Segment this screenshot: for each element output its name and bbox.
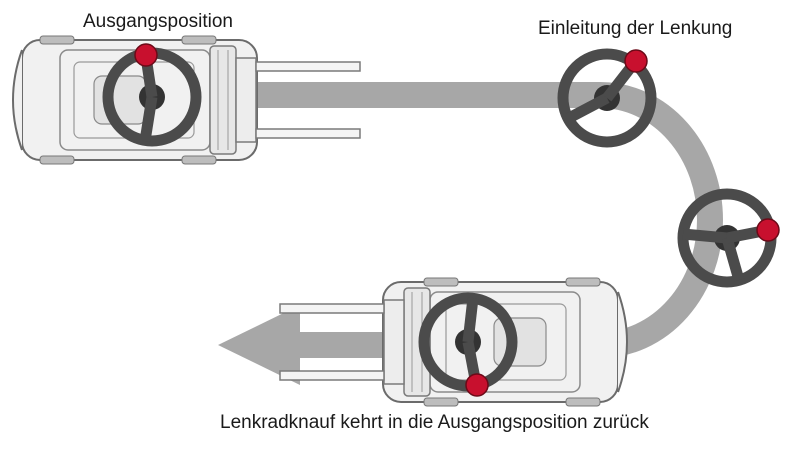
- steering-knob-icon: [624, 49, 648, 73]
- steering-knob-icon: [756, 218, 780, 242]
- label-knob-returns: Lenkradknauf kehrt in die Ausgangspositi…: [220, 412, 649, 433]
- label-steering-initiation: Einleitung der Lenkung: [538, 18, 733, 39]
- steering-wheel-icon: [683, 194, 780, 282]
- steering-knob-icon: [134, 43, 158, 67]
- steering-wheel-icon: [108, 43, 196, 141]
- steering-knob-icon: [465, 373, 489, 397]
- steering-wheel-icon: [563, 50, 651, 142]
- label-start-position: Ausgangsposition: [83, 11, 233, 32]
- steering-wheel-icon: [424, 298, 512, 397]
- arrow-left-icon: [218, 305, 300, 385]
